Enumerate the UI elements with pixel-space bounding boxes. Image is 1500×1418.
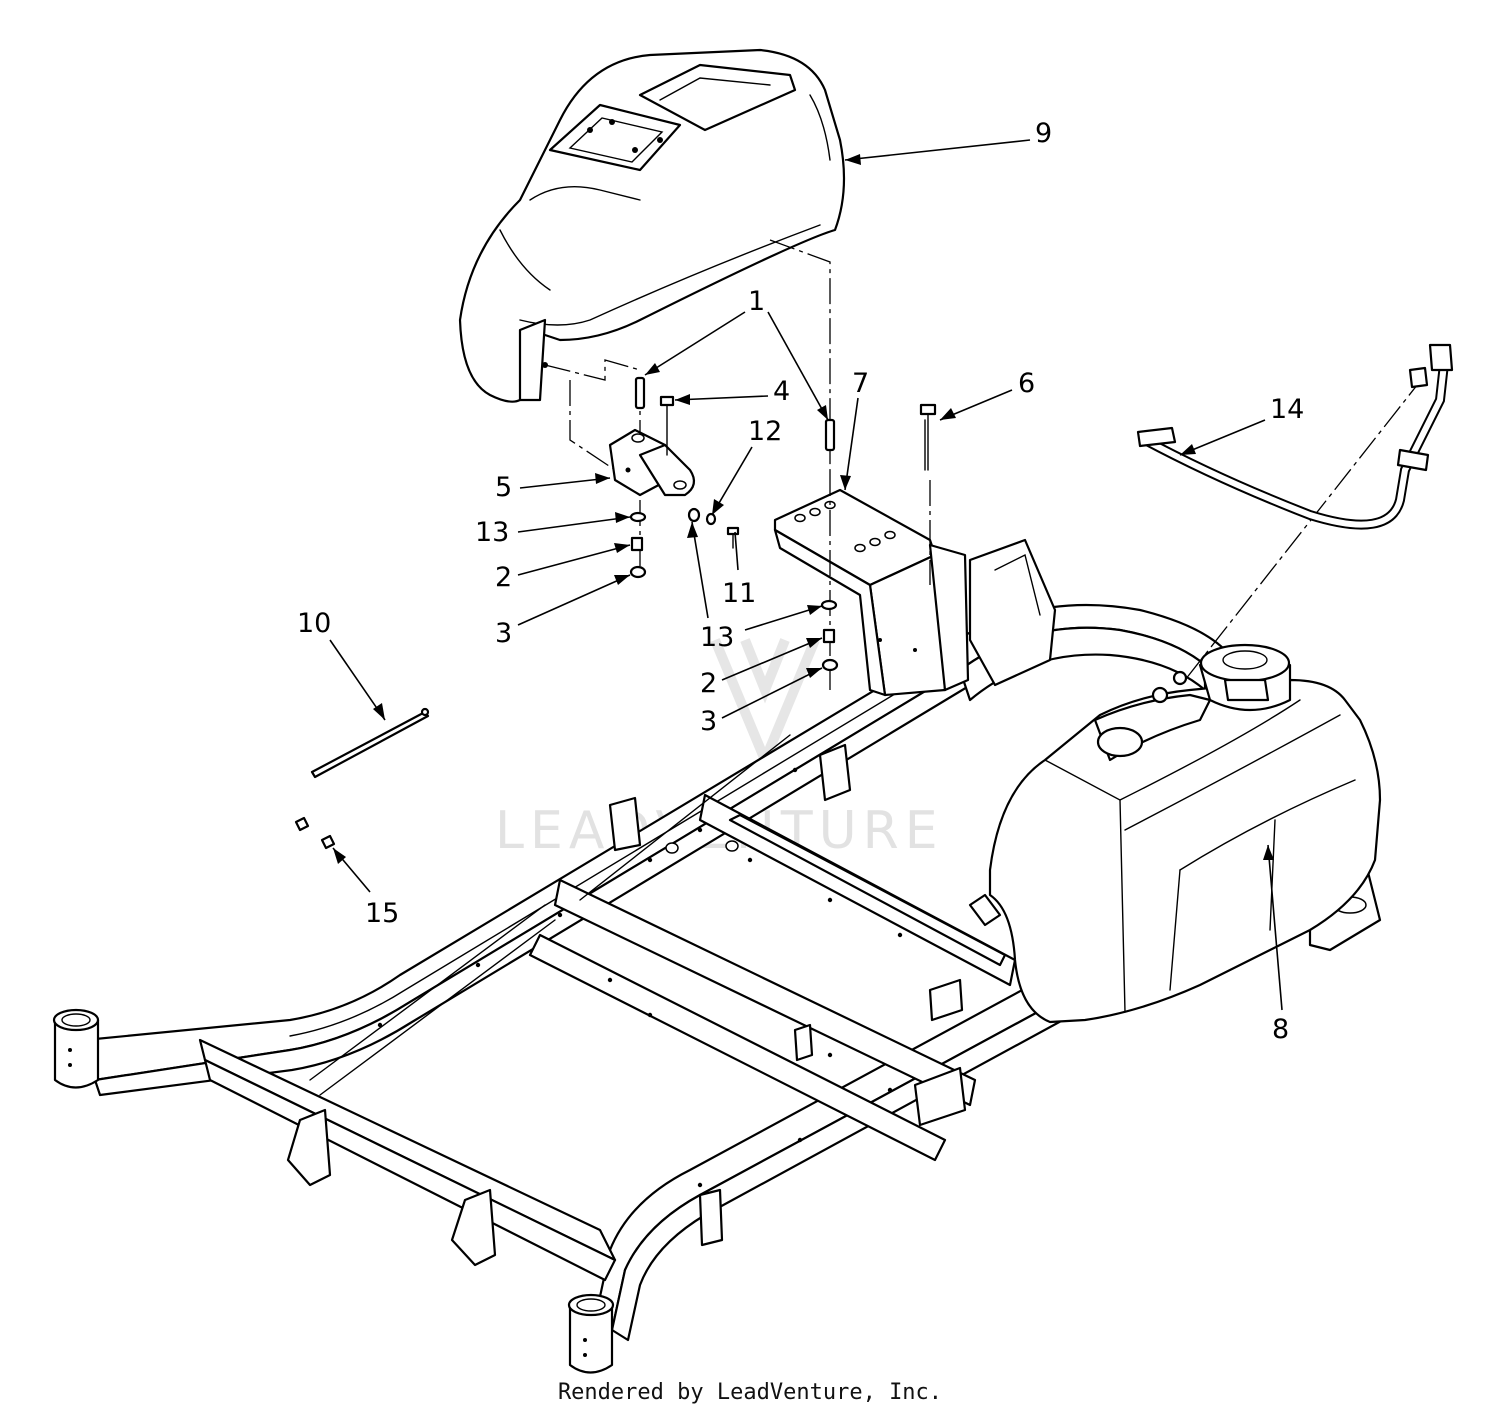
front-left-caster-post bbox=[52, 1008, 100, 1089]
washer-13-mid bbox=[687, 507, 701, 523]
callout-1: 1 bbox=[748, 286, 765, 317]
callout-12: 12 bbox=[748, 416, 782, 447]
callout-6: 6 bbox=[1018, 368, 1035, 399]
callout-7: 7 bbox=[852, 368, 869, 399]
callout-2-left: 2 bbox=[495, 562, 512, 593]
part-7-seat-support-bracket bbox=[773, 488, 970, 697]
part-5-hinge-bracket bbox=[608, 428, 696, 497]
nut-15b bbox=[320, 834, 336, 850]
rail-bracket bbox=[608, 796, 642, 852]
bolt-4 bbox=[659, 395, 675, 456]
mower-frame bbox=[52, 613, 1065, 1374]
callout-14: 14 bbox=[1270, 394, 1304, 425]
part-9-console-shroud bbox=[458, 48, 846, 403]
callout-8: 8 bbox=[1272, 1014, 1289, 1045]
rear-upright-left bbox=[968, 538, 1057, 687]
callout-9: 9 bbox=[1035, 118, 1052, 149]
callout-13-mid: 13 bbox=[700, 622, 734, 653]
bushing-2-left bbox=[630, 536, 644, 552]
mid-cross-member bbox=[528, 933, 947, 1162]
nut-3-right bbox=[821, 658, 839, 672]
deck-hanger-bracket-left bbox=[286, 1108, 332, 1187]
nut-15a bbox=[294, 816, 310, 832]
callout-2-right: 2 bbox=[700, 668, 717, 699]
washer-13-right bbox=[820, 599, 838, 611]
callout-10: 10 bbox=[297, 608, 331, 639]
bolt-6 bbox=[919, 403, 937, 471]
spacer-12 bbox=[705, 512, 717, 526]
pin-1-left bbox=[634, 376, 646, 410]
callout-13-left: 13 bbox=[475, 517, 509, 548]
pin-11 bbox=[726, 526, 740, 536]
front-right-caster-post bbox=[567, 1293, 615, 1374]
washer-13-left bbox=[629, 511, 647, 523]
nut-3-left bbox=[629, 565, 647, 579]
part-14-fuel-line bbox=[1136, 343, 1454, 530]
callouts: 9 1 4 7 6 12 5 13 2 bbox=[297, 118, 1304, 1045]
callout-4: 4 bbox=[773, 376, 790, 407]
front-cross-member bbox=[198, 1038, 617, 1262]
footer-credit: Rendered by LeadVenture, Inc. bbox=[557, 1380, 943, 1405]
phantom-line-14 bbox=[1184, 374, 1426, 681]
phantom-line-9a bbox=[544, 359, 641, 381]
callout-3-left: 3 bbox=[495, 618, 512, 649]
part-8-fuel-tank-fender bbox=[968, 643, 1382, 1024]
callout-15: 15 bbox=[365, 898, 399, 929]
bushing-2-right bbox=[822, 628, 836, 644]
phantom-line-5 bbox=[569, 380, 616, 471]
callout-5: 5 bbox=[495, 472, 512, 503]
phantom-line-9b bbox=[769, 239, 831, 470]
rear-bracket-right bbox=[913, 1066, 967, 1127]
callout-3-right: 3 bbox=[700, 706, 717, 737]
cable-tie-10 bbox=[310, 710, 430, 779]
deck-hanger-bracket-right bbox=[450, 1188, 497, 1267]
callout-11: 11 bbox=[722, 578, 756, 609]
pin-1-right bbox=[824, 418, 836, 452]
